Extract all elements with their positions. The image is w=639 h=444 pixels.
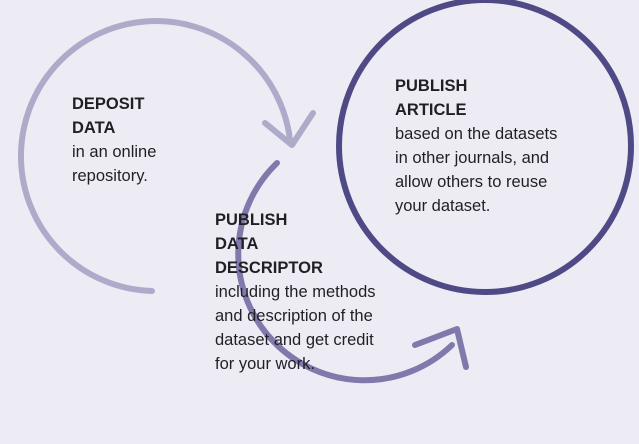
step-description-line: your dataset. xyxy=(395,197,491,215)
step-publish-data-descriptor: PUBLISH DATA DESCRIPTOR including the me… xyxy=(215,208,435,376)
step-description-line: repository. xyxy=(72,167,148,185)
article-cycle-circle xyxy=(336,0,634,295)
deposit-arrowhead xyxy=(262,110,316,148)
step-description-line: dataset and get credit xyxy=(215,331,374,349)
step-description-line: including the methods xyxy=(215,283,376,301)
descriptor-arrowhead xyxy=(412,326,469,370)
step-description-line: for your work. xyxy=(215,355,315,373)
step-title-line: PUBLISH xyxy=(395,77,468,95)
step-title-line: DATA xyxy=(72,119,116,137)
step-title-line: DEPOSIT xyxy=(72,95,145,113)
step-description-line: based on the datasets xyxy=(395,125,558,143)
deposit-cycle-arc xyxy=(18,18,293,294)
descriptor-cycle-arc xyxy=(235,160,455,384)
step-title-line: DATA xyxy=(215,235,259,253)
step-title-line: DESCRIPTOR xyxy=(215,259,323,277)
step-deposit-data: DEPOSIT DATA in an online repository. xyxy=(72,92,222,188)
step-description-line: in other journals, and xyxy=(395,149,550,167)
step-title-line: ARTICLE xyxy=(395,101,467,119)
step-title-line: PUBLISH xyxy=(215,211,288,229)
step-description-line: and description of the xyxy=(215,307,373,325)
step-description-line: allow others to reuse xyxy=(395,173,548,191)
step-description-line: in an online xyxy=(72,143,157,161)
step-publish-article: PUBLISH ARTICLE based on the datasets in… xyxy=(395,74,605,218)
